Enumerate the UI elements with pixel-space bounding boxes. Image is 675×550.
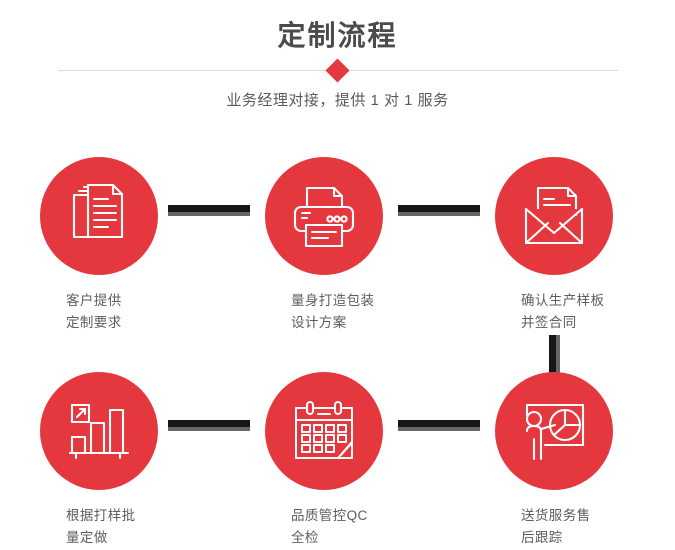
printer-icon bbox=[290, 183, 358, 249]
connector-shadow bbox=[398, 427, 480, 431]
connector-bar bbox=[398, 420, 480, 427]
connector-shadow bbox=[168, 212, 250, 216]
connector-shadow bbox=[168, 427, 250, 431]
page-title: 定制流程 bbox=[277, 20, 398, 51]
step-2-icon-circle bbox=[265, 157, 383, 275]
connector-step4-step5 bbox=[168, 420, 250, 431]
documents-stack-icon bbox=[66, 183, 132, 249]
process-step-1: 客户提供 定制要求 bbox=[10, 157, 190, 334]
presenter-piechart-icon bbox=[521, 399, 587, 463]
header-divider bbox=[58, 58, 618, 83]
connector-step2-step3 bbox=[398, 205, 480, 216]
process-step-6: 送货服务售 后跟踪 bbox=[465, 372, 645, 549]
step-4-icon-circle bbox=[40, 372, 158, 490]
connector-shadow bbox=[398, 212, 480, 216]
step-6-icon-circle bbox=[495, 372, 613, 490]
calendar-icon-circle bbox=[265, 372, 383, 490]
bar-chart-growth-icon bbox=[68, 401, 130, 461]
connector-step3-step6 bbox=[549, 335, 560, 373]
step-3-label: 确认生产样板 并签合同 bbox=[521, 293, 605, 330]
step-1-label: 客户提供 定制要求 bbox=[66, 293, 122, 330]
connector-step1-step2 bbox=[168, 205, 250, 216]
connector-bar bbox=[168, 420, 250, 427]
connector-bar bbox=[549, 335, 556, 373]
connector-shadow bbox=[556, 335, 560, 373]
step-4-label: 根据打样批 量定做 bbox=[66, 508, 136, 545]
connector-bar bbox=[398, 205, 480, 212]
page-subtitle: 业务经理对接，提供 1 对 1 服务 bbox=[226, 92, 449, 109]
connector-step5-step6 bbox=[398, 420, 480, 431]
step-3-icon-circle bbox=[495, 157, 613, 275]
step-5-label: 品质管控QC 全检 bbox=[291, 508, 368, 545]
process-step-2: 量身打造包装 设计方案 bbox=[235, 157, 415, 334]
step-1-icon-circle bbox=[40, 157, 158, 275]
process-step-4: 根据打样批 量定做 bbox=[10, 372, 190, 549]
diamond-marker-icon bbox=[325, 58, 350, 83]
process-step-3: 确认生产样板 并签合同 bbox=[465, 157, 645, 334]
envelope-document-icon bbox=[520, 185, 588, 247]
step-6-label: 送货服务售 后跟踪 bbox=[521, 508, 591, 545]
connector-bar bbox=[168, 205, 250, 212]
process-step-5: 品质管控QC 全检 bbox=[235, 372, 415, 549]
calendar-icon bbox=[292, 400, 356, 462]
step-2-label: 量身打造包装 设计方案 bbox=[291, 293, 375, 330]
